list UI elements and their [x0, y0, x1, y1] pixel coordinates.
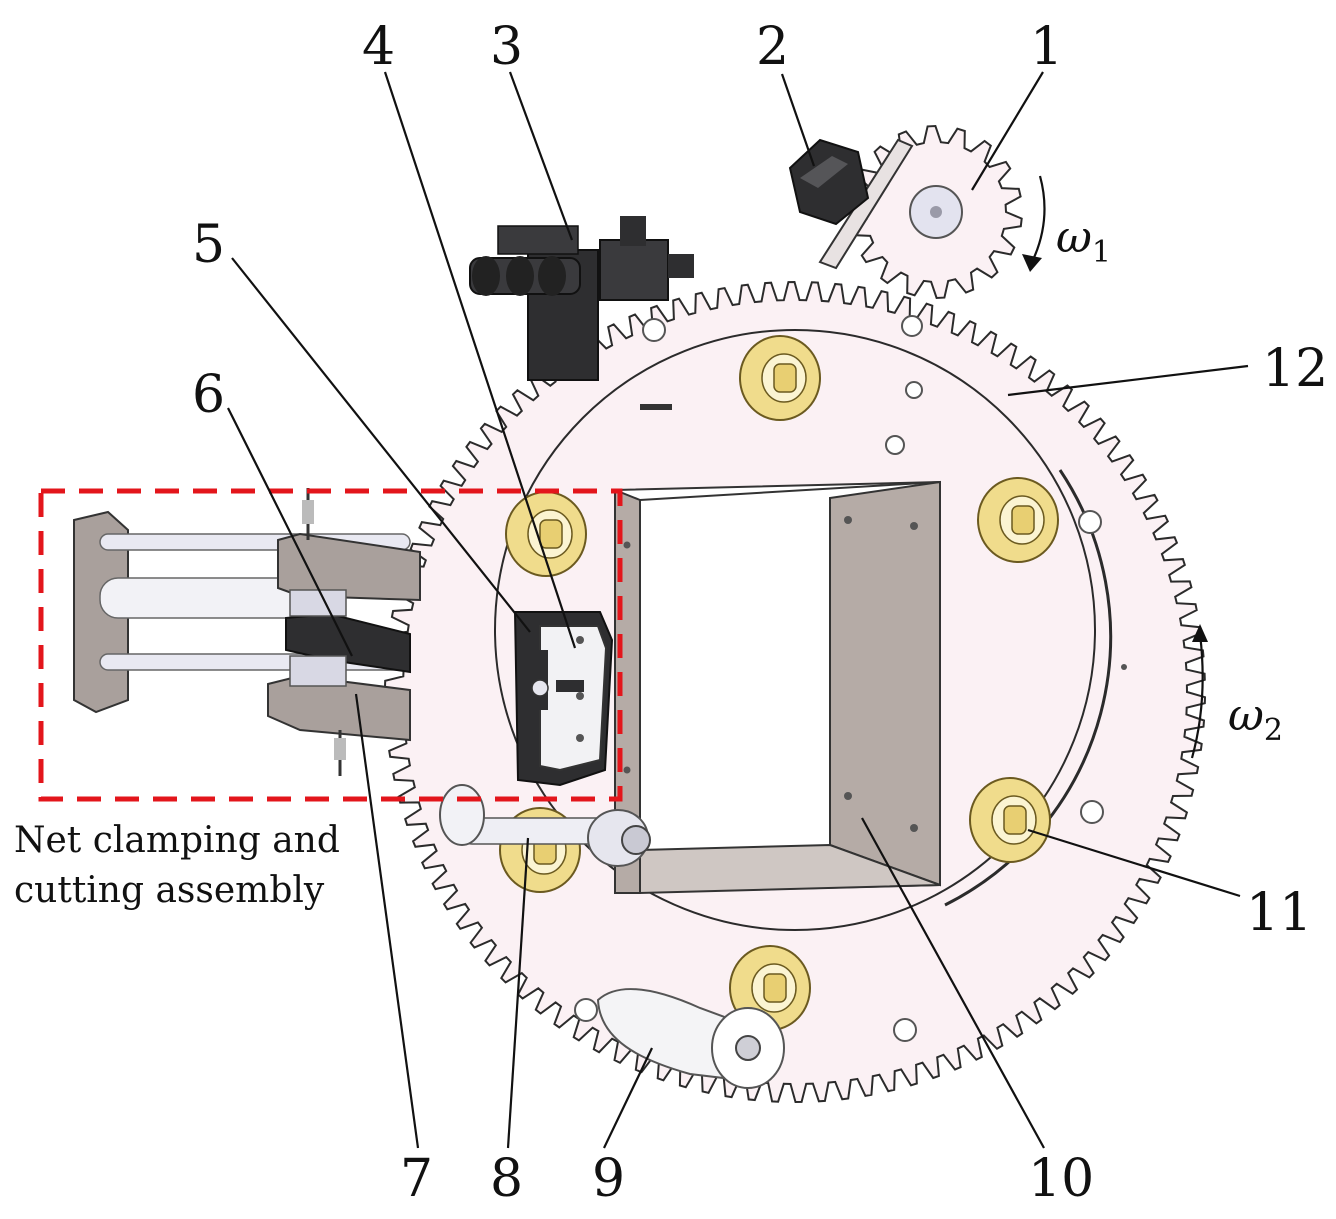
gear-rim-highlight — [944, 469, 1113, 907]
callout-5: 5 — [192, 215, 225, 275]
gear-inner-disc-edge — [494, 329, 1096, 931]
callout-3: 3 — [490, 17, 523, 77]
square-frame — [614, 480, 941, 895]
mount-hole — [574, 998, 598, 1022]
callout-10: 10 — [1028, 1149, 1094, 1209]
mount-hole — [642, 318, 666, 342]
slot-mark — [640, 404, 672, 410]
rotation-arrow-omega2 — [1190, 624, 1208, 759]
clamp-upper-jaw — [277, 532, 421, 602]
mount-hole — [885, 435, 905, 455]
sensor-cluster — [469, 216, 694, 381]
guide-rollers — [499, 335, 1059, 1031]
guide-roller — [739, 335, 821, 421]
callout-12: 12 — [1262, 339, 1328, 399]
callout-2: 2 — [756, 17, 789, 77]
leader-lines — [227, 71, 1249, 1149]
callout-1: 1 — [1030, 17, 1063, 77]
callout-9: 9 — [592, 1149, 625, 1209]
omega2-label: ω2 — [1228, 690, 1283, 748]
frame-right-wall — [829, 480, 941, 887]
cutter-blade-assembly — [513, 611, 614, 787]
omega1-label: ω1 — [1056, 212, 1111, 270]
mount-hole — [1121, 664, 1127, 670]
crank-handle — [596, 988, 785, 1089]
callout-6: 6 — [192, 365, 225, 425]
drive-motor — [788, 138, 870, 226]
guide-roller — [977, 477, 1059, 563]
clamping-assembly — [73, 488, 421, 776]
callout-4: 4 — [362, 17, 395, 77]
mount-hole — [901, 315, 923, 337]
callout-11: 11 — [1246, 883, 1312, 943]
callout-8: 8 — [490, 1149, 523, 1209]
rotation-arrow-omega1 — [1022, 175, 1046, 272]
assembly-caption-line1: Net clamping and — [14, 820, 340, 861]
small-gear-bore — [930, 206, 942, 218]
mount-hole — [905, 381, 923, 399]
callout-7: 7 — [400, 1149, 433, 1209]
guide-roller — [969, 777, 1051, 863]
assembly-caption-line2: cutting assembly — [14, 870, 325, 911]
mount-hole — [1078, 510, 1102, 534]
motor-bracket — [788, 138, 914, 270]
mount-hole — [893, 1018, 917, 1042]
assembly-highlight-box — [38, 488, 623, 802]
mount-hole — [1080, 800, 1104, 824]
